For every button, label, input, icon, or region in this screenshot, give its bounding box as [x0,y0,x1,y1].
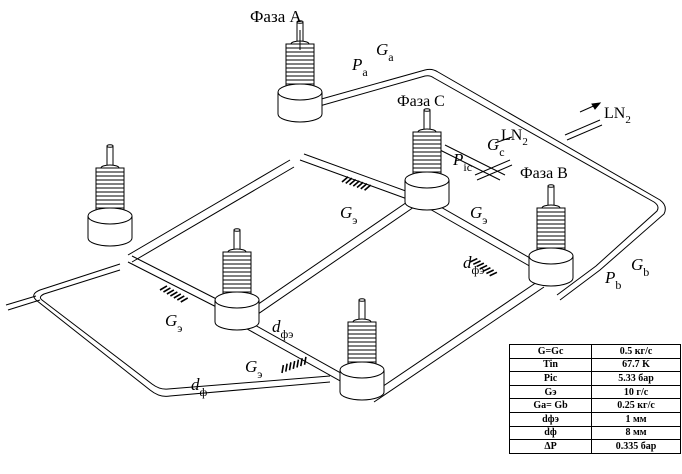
label-phase-b: Фаза B [520,165,568,182]
label-d-fe-left: dфэ [272,317,293,341]
label-g-b: Gb [631,255,649,279]
table-key: Ga= Gb [508,398,593,413]
label-p-ic: Pic [452,150,472,174]
table-value: 1 мм [591,411,681,427]
table-value: 10 г/с [591,384,681,400]
label-phase-a: Фаза A [250,7,302,26]
labels: Фаза A Фаза C Фаза B Pa Ga Pic Gc LN2 LN… [165,7,649,399]
table-value: 0.335 бар [591,439,681,454]
label-p-b: Pb [604,268,621,292]
ln2-outlets [474,119,603,181]
table-key: Tin [508,357,593,373]
label-g-e-right: Gэ [470,203,487,227]
phase-b-unit [529,185,573,286]
table-value: 67.7 K [591,357,681,373]
arrows [299,30,602,144]
label-p-a: Pa [351,55,368,79]
label-ln2-mid: LN2 [501,127,528,148]
label-phase-c: Фаза C [397,93,445,110]
table-key: dфэ [508,411,593,427]
table-key: dф [508,425,593,441]
table-key: G=Gc [508,344,593,359]
table-value: 5.33 бар [591,371,681,386]
label-g-e-left: Gэ [165,311,182,335]
bottom-unit [340,299,384,400]
label-g-c: Gc [487,135,505,159]
label-d-f: dф [191,375,208,399]
table-key: Pic [508,371,593,386]
outer-pipe-loop [5,68,666,397]
label-g-e-bottom: Gэ [245,357,262,381]
label-d-fe-right: dфэ [463,253,484,277]
table-value: 0.5 кг/с [591,344,681,359]
left-unit [88,145,132,246]
phase-c-unit [405,109,449,210]
label-g-a: Ga [376,40,394,64]
center-unit [215,229,259,330]
label-g-e-center: Gэ [340,203,357,227]
label-ln2-top: LN2 [604,105,631,126]
table-key: ΔP [508,439,593,454]
table-value: 0.25 кг/с [591,398,681,413]
table-key: Gэ [508,384,593,400]
table-value: 8 мм [591,425,681,441]
